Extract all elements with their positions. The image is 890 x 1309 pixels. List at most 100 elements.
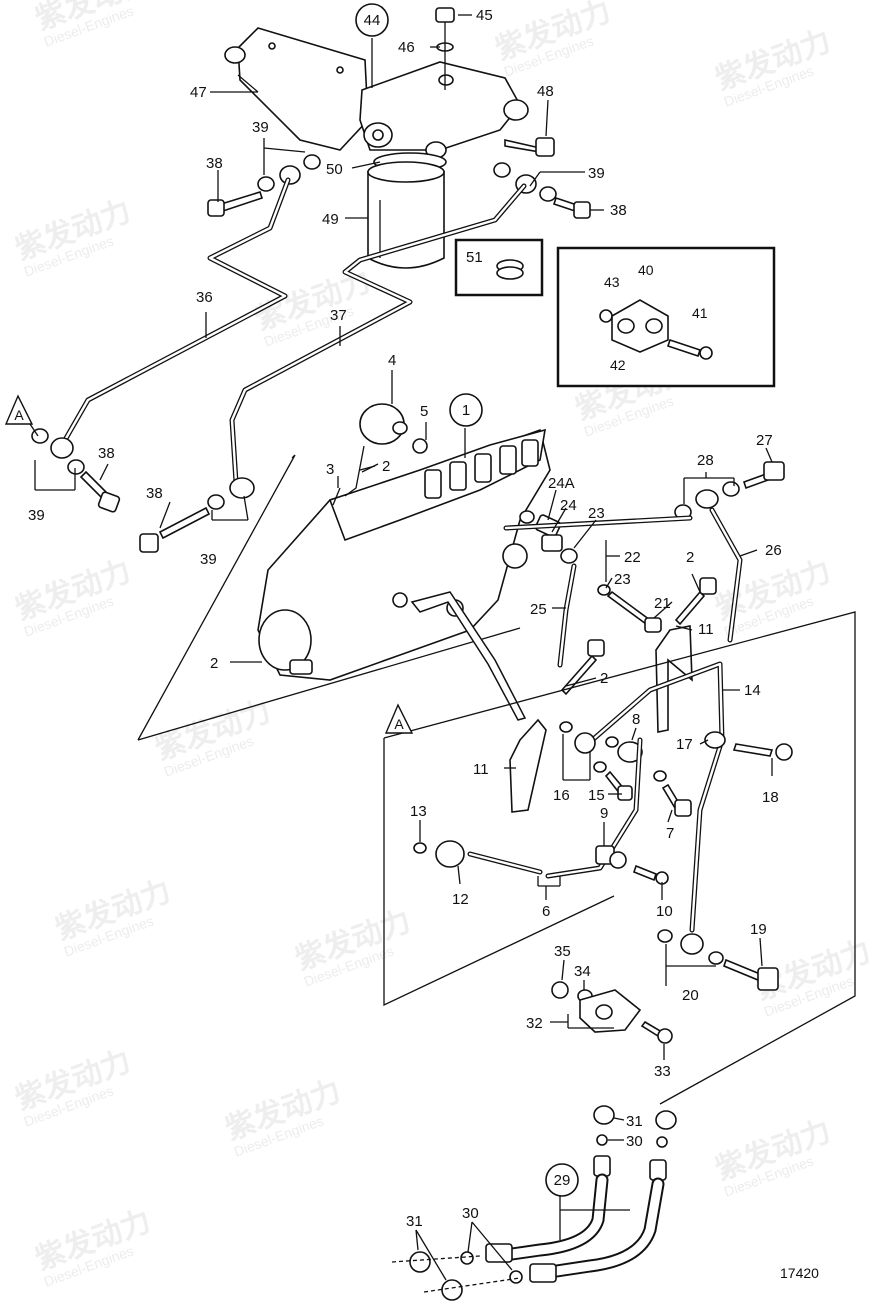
callout-7: 7 [666, 825, 674, 842]
callout-5: 5 [420, 403, 428, 420]
screw-33-head [657, 1028, 673, 1044]
left-banjo-fittings [31, 428, 255, 553]
washer [257, 176, 275, 192]
callout-31: 31 [406, 1213, 423, 1230]
callout-33: 33 [654, 1063, 671, 1080]
seal-kit [496, 266, 524, 280]
banjo-bolt-head [97, 491, 121, 513]
callout-38: 38 [98, 445, 115, 462]
bolt-21 [606, 590, 652, 626]
callout-13: 13 [410, 803, 427, 820]
nut-31 [593, 1105, 615, 1125]
stud-3 [332, 487, 341, 506]
callout-24: 24 [560, 497, 577, 514]
washer [539, 186, 557, 202]
bolt-19 [723, 958, 761, 982]
callout-29: 29 [554, 1172, 571, 1189]
callout-44: 44 [364, 12, 381, 29]
callout-11: 11 [698, 621, 714, 638]
head-port-right [503, 99, 529, 121]
bracket-assemblies [509, 577, 717, 813]
callout-40: 40 [638, 262, 654, 278]
washer-30 [656, 1136, 668, 1148]
fuel-pipes-upper [62, 177, 527, 485]
washer [722, 481, 740, 497]
washer [653, 770, 667, 782]
clamp-hole [645, 318, 663, 334]
inset-clamp [556, 246, 776, 388]
banjo-eye [695, 489, 719, 509]
washer [593, 761, 607, 773]
nut-31 [655, 1110, 677, 1130]
banjo-bolt [158, 506, 211, 540]
callout-circle [355, 3, 389, 37]
washer [657, 929, 673, 943]
pump-drive-flange [258, 609, 312, 671]
plug [435, 7, 455, 23]
callout-23: 23 [614, 571, 631, 588]
washer [559, 721, 573, 733]
callout-24A: 24A [548, 475, 575, 492]
callout-27: 27 [756, 432, 773, 449]
bolt-19-head [757, 967, 779, 991]
callout-23: 23 [588, 505, 605, 522]
callout-11: 11 [473, 761, 489, 778]
upper-banjo-fittings [207, 154, 591, 219]
bolt-head [535, 137, 555, 157]
nut-31 [441, 1279, 463, 1301]
callout-45: 45 [476, 7, 493, 24]
callout-20: 20 [682, 987, 699, 1004]
callout-31: 31 [626, 1113, 643, 1130]
clip-17 [704, 731, 726, 749]
banjo-19-20 [657, 929, 779, 991]
grommet [435, 840, 465, 868]
bolt-15-head [617, 785, 633, 801]
pump-outlet [502, 543, 528, 569]
callout-26: 26 [765, 542, 782, 559]
callout-4: 4 [388, 352, 396, 369]
filter-head [359, 61, 521, 151]
callout-39: 39 [252, 119, 269, 136]
callout-14: 14 [744, 682, 761, 699]
clamp-9-eye [609, 851, 627, 869]
callout-48: 48 [537, 83, 554, 100]
callout-43: 43 [604, 274, 620, 290]
delivery-valve [424, 469, 442, 499]
washer [67, 459, 85, 475]
callout-39: 39 [588, 165, 605, 182]
callout-3: 3 [326, 461, 334, 478]
washer-5 [412, 438, 428, 454]
leader-lines [29, 14, 773, 1281]
washer [597, 584, 611, 596]
callout-9: 9 [600, 805, 608, 822]
callout-15: 15 [588, 787, 605, 804]
fuel-filter-assembly [224, 7, 555, 269]
callout-6: 6 [542, 903, 550, 920]
screw-18-head [775, 743, 793, 761]
bolt-7-head [674, 799, 692, 817]
banjo-eye [279, 165, 301, 185]
detail-pointer [137, 627, 521, 741]
callout-30: 30 [462, 1205, 479, 1222]
detail-frame-edge [383, 611, 856, 1105]
bracket-hole [268, 42, 276, 50]
washer [560, 548, 578, 564]
banjo-bolt-head [207, 199, 225, 217]
bolt-21-head [644, 617, 662, 633]
clamp-screw [666, 338, 702, 358]
washer-30 [460, 1251, 474, 1265]
callout-35: 35 [554, 943, 571, 960]
callout-38: 38 [206, 155, 223, 172]
direction-arrow [410, 591, 527, 721]
callout-2: 2 [382, 458, 390, 475]
callout-17: 17 [676, 736, 693, 753]
filter-top [367, 161, 445, 183]
bolt-shank [504, 138, 541, 153]
callout-28: 28 [697, 452, 714, 469]
callout-47: 47 [190, 84, 207, 101]
fuel-hoses [391, 1105, 677, 1301]
callout-39: 39 [200, 551, 217, 568]
nut-31 [409, 1251, 431, 1273]
banjo-24 [541, 534, 563, 552]
nut-13 [413, 842, 427, 854]
